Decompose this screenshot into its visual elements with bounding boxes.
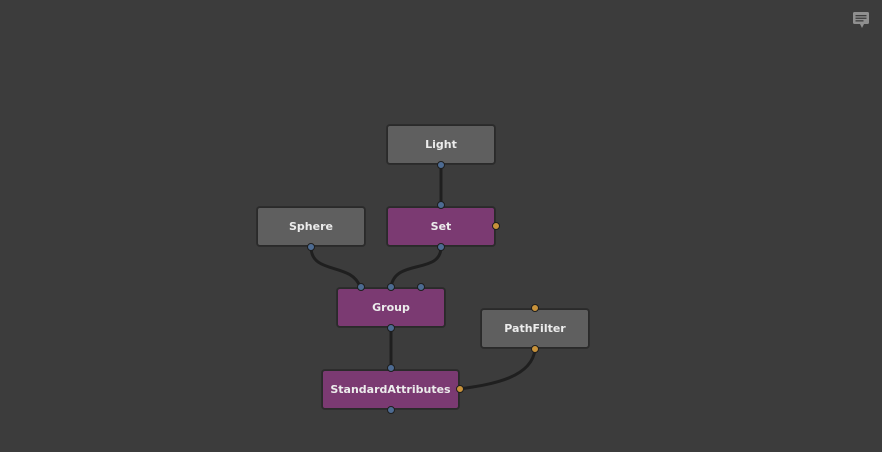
node-light[interactable]: Light xyxy=(387,125,495,164)
standardattributes-in-plug[interactable] xyxy=(387,364,395,372)
set-out-plug[interactable] xyxy=(437,243,445,251)
group-in-plug-0[interactable] xyxy=(357,283,365,291)
group-in-plug-2[interactable] xyxy=(417,283,425,291)
group-in-plug-1[interactable] xyxy=(387,283,395,291)
node-set-label: Set xyxy=(430,220,452,233)
node-sphere[interactable]: Sphere xyxy=(257,207,365,246)
pathfilter-in-plug[interactable] xyxy=(531,304,539,312)
node-sphere-label: Sphere xyxy=(289,220,333,233)
light-out-plug[interactable] xyxy=(437,161,445,169)
node-group-label: Group xyxy=(372,301,410,314)
wire-set-to-group[interactable] xyxy=(389,246,443,288)
node-standardattributes-label: StandardAttributes xyxy=(330,383,451,396)
node-pathfilter[interactable]: PathFilter xyxy=(481,309,589,348)
sphere-out-plug[interactable] xyxy=(307,243,315,251)
node-light-label: Light xyxy=(425,138,457,151)
node-set[interactable]: Set xyxy=(387,207,495,246)
wire-pathfilter-to-standardattributes[interactable] xyxy=(459,348,537,391)
wire-sphere-to-group[interactable] xyxy=(309,246,362,288)
node-group[interactable]: Group xyxy=(337,288,445,327)
standardattributes-filter-plug[interactable] xyxy=(456,385,464,393)
standardattributes-out-plug[interactable] xyxy=(387,406,395,414)
set-in-plug[interactable] xyxy=(437,201,445,209)
set-filter-plug[interactable] xyxy=(492,222,500,230)
comment-icon[interactable] xyxy=(852,11,870,29)
group-out-plug[interactable] xyxy=(387,324,395,332)
node-pathfilter-label: PathFilter xyxy=(504,322,566,335)
pathfilter-out-plug[interactable] xyxy=(531,345,539,353)
node-standardattributes[interactable]: StandardAttributes xyxy=(322,370,459,409)
